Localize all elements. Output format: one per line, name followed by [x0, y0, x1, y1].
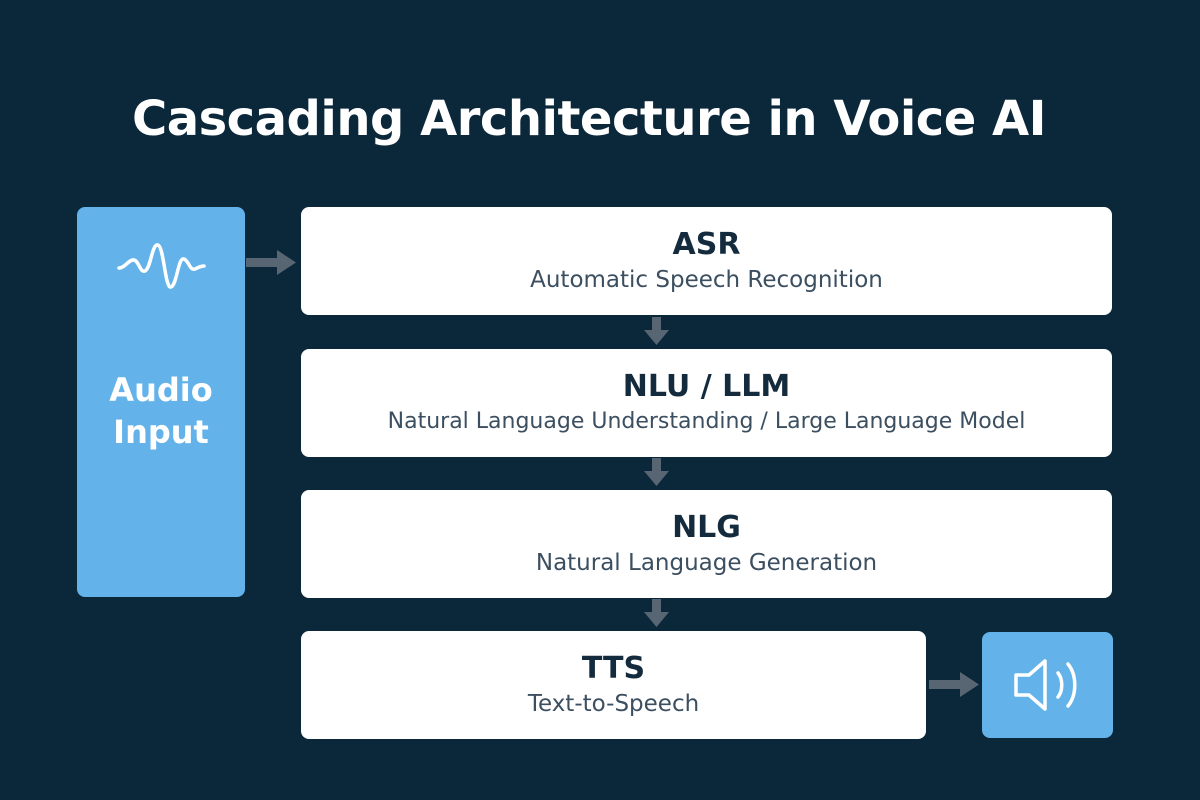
- waveform-icon: [117, 243, 206, 289]
- stage-tts: TTS Text-to-Speech: [301, 631, 926, 739]
- arrow-asr-to-nlu-head: [644, 330, 669, 345]
- stage-nlu-llm-description: Natural Language Understanding / Large L…: [387, 409, 1026, 434]
- audio-input-box: Audio Input: [77, 207, 245, 597]
- arrow-input-to-asr-shaft: [246, 258, 279, 267]
- audio-input-label: Audio Input: [109, 371, 213, 451]
- sound-wave-outer: [1066, 662, 1077, 708]
- speaker-body: [1014, 659, 1047, 711]
- arrow-tts-to-speaker-head: [960, 672, 979, 697]
- arrow-nlg-to-tts-head: [644, 612, 669, 627]
- speaker-output-box: [982, 632, 1113, 738]
- waveform-path: [117, 243, 206, 289]
- arrow-asr-to-nlu-shaft: [652, 317, 661, 332]
- stage-tts-description: Text-to-Speech: [527, 691, 700, 717]
- stage-asr: ASR Automatic Speech Recognition: [301, 207, 1112, 315]
- stage-nlg-description: Natural Language Generation: [535, 550, 878, 576]
- diagram-title: Cascading Architecture in Voice AI: [131, 91, 1047, 147]
- arrow-nlg-to-tts-shaft: [652, 599, 661, 614]
- speaker-icon: [1014, 659, 1077, 711]
- stage-nlu-llm: NLU / LLM Natural Language Understanding…: [301, 349, 1112, 457]
- stage-tts-name: TTS: [581, 651, 646, 686]
- stage-nlg: NLG Natural Language Generation: [301, 490, 1112, 598]
- stage-nlg-name: NLG: [672, 510, 741, 545]
- arrow-tts-to-speaker-shaft: [929, 680, 962, 689]
- arrow-nlu-to-nlg-head: [644, 471, 669, 486]
- stage-nlu-llm-name: NLU / LLM: [622, 369, 791, 404]
- arrow-nlu-to-nlg-shaft: [652, 458, 661, 473]
- stage-asr-description: Automatic Speech Recognition: [530, 267, 883, 293]
- stage-asr-name: ASR: [672, 227, 741, 262]
- sound-wave-inner: [1056, 671, 1064, 699]
- arrow-input-to-asr-head: [277, 250, 296, 275]
